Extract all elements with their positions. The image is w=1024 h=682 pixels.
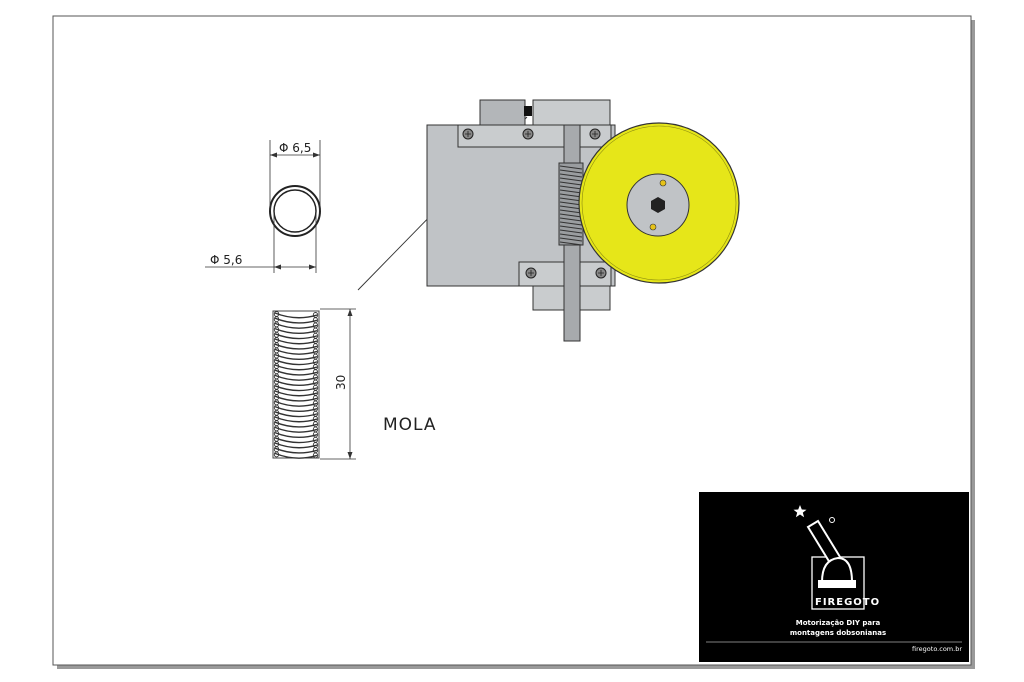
screw — [525, 267, 537, 279]
worm-thread — [559, 169, 583, 174]
logo-url: firegoto.com.br — [912, 645, 962, 653]
worm-thread — [559, 213, 583, 218]
gearbox-assembly — [426, 99, 740, 342]
logo-block: FIREGOTO Motorização DIY para montagens … — [699, 492, 969, 662]
dim-inner-diameter-text: Φ 5,6 — [210, 253, 242, 267]
worm-thread — [559, 233, 583, 238]
logo-brand-text: FIREGOTO — [815, 597, 880, 608]
spring-side-view: 30 MOLA — [272, 308, 437, 460]
top-plate — [457, 124, 612, 148]
yellow-wheel-rim — [581, 125, 737, 281]
arrow — [313, 152, 320, 158]
arrow — [274, 264, 281, 270]
motor-block — [479, 99, 526, 127]
worm-thread — [559, 197, 583, 202]
worm-thread — [559, 201, 583, 206]
dim-outer-diameter-text: Φ 6,5 — [279, 141, 311, 155]
arrow — [347, 452, 353, 459]
part-label: MOLA — [383, 415, 437, 435]
spring-coil-end — [273, 451, 280, 458]
worm-thread — [559, 193, 583, 198]
screw — [462, 128, 474, 140]
worm-thread — [559, 185, 583, 190]
worm-thread — [559, 189, 583, 194]
worm-thread — [559, 237, 583, 242]
worm-threads — [559, 165, 583, 246]
arrow — [347, 309, 353, 316]
hub-pin — [659, 179, 667, 187]
telescope-icon — [806, 517, 865, 610]
screw — [595, 267, 607, 279]
hex-bore — [651, 197, 665, 213]
star-icon — [793, 505, 807, 518]
spring-cross-section: Φ 6,5 Φ 5,6 — [205, 140, 321, 273]
logo-tagline-line1: Motorização DIY para — [796, 619, 881, 627]
worm-thread — [559, 165, 583, 170]
dim-length-text: 30 — [334, 375, 348, 390]
screw — [589, 128, 601, 140]
worm-thread — [559, 241, 583, 246]
worm-thread — [559, 229, 583, 234]
spring-pocket — [524, 106, 532, 116]
screw — [522, 128, 534, 140]
worm-thread — [559, 209, 583, 214]
worm-thread — [559, 173, 583, 178]
worm-thread — [559, 225, 583, 230]
arrow — [309, 264, 316, 270]
worm-thread — [559, 205, 583, 210]
worm-thread — [559, 221, 583, 226]
top-bracket — [532, 99, 611, 127]
worm-thread — [559, 181, 583, 186]
spring-coils — [273, 311, 319, 459]
worm-thread — [559, 217, 583, 222]
arrow — [270, 152, 277, 158]
logo-tagline-line2: montagens dobsonianas — [790, 629, 886, 637]
worm-thread — [559, 177, 583, 182]
hub-pin — [649, 223, 657, 231]
spring-coil-end — [312, 452, 319, 459]
